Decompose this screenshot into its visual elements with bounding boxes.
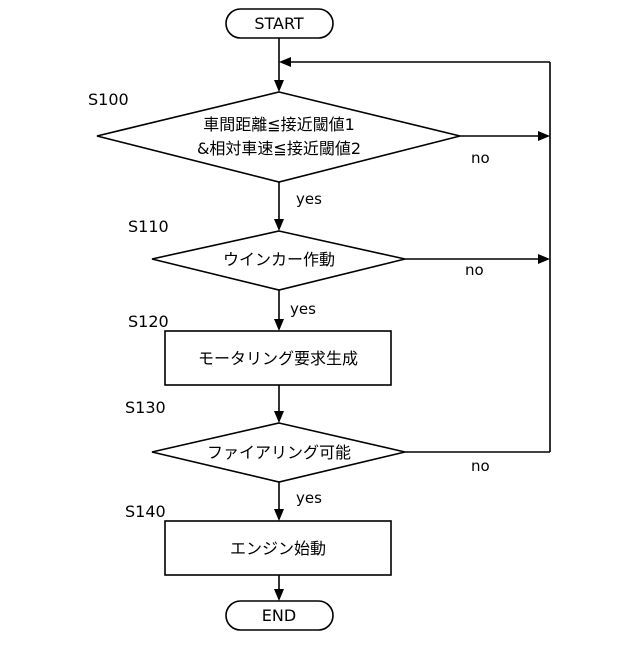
no-label: no [465, 261, 484, 279]
yes-label: yes [296, 489, 322, 507]
no-label: no [471, 149, 490, 167]
arrowhead [274, 509, 284, 521]
process-text: エンジン始動 [230, 539, 326, 558]
step-s100: 車間距離≦接近閾値1 &相対車速≦接近閾値2 S100 yes no [88, 90, 490, 208]
step-id-label: S120 [128, 312, 169, 331]
arrowhead [274, 219, 284, 231]
arrowhead [279, 57, 291, 67]
step-s120: モータリング要求生成 S120 [128, 312, 391, 385]
start-label: START [254, 14, 304, 33]
arrowhead [274, 80, 284, 92]
end-terminal: END [226, 601, 333, 630]
decision-diamond [97, 92, 460, 182]
decision-text-line: ファイアリング可能 [207, 443, 351, 462]
arrowhead [274, 589, 284, 601]
step-s140: エンジン始動 S140 [125, 502, 391, 575]
decision-text-line: 車間距離≦接近閾値1 [203, 115, 355, 134]
decision-text-line: ウインカー作動 [223, 250, 335, 269]
decision-text-line: &相対車速≦接近閾値2 [197, 139, 361, 158]
end-label: END [262, 606, 296, 625]
no-label: no [471, 457, 490, 475]
step-id-label: S100 [88, 90, 129, 109]
step-id-label: S130 [125, 398, 166, 417]
yes-label: yes [290, 300, 316, 318]
step-id-label: S140 [125, 502, 166, 521]
arrowhead [274, 411, 284, 423]
yes-label: yes [296, 190, 322, 208]
step-s110: ウインカー作動 S110 yes no [128, 217, 484, 318]
process-text: モータリング要求生成 [198, 349, 358, 368]
arrowhead [274, 319, 284, 331]
arrowhead [538, 131, 550, 141]
start-terminal: START [226, 9, 333, 38]
step-id-label: S110 [128, 217, 169, 236]
arrowhead [538, 254, 550, 264]
